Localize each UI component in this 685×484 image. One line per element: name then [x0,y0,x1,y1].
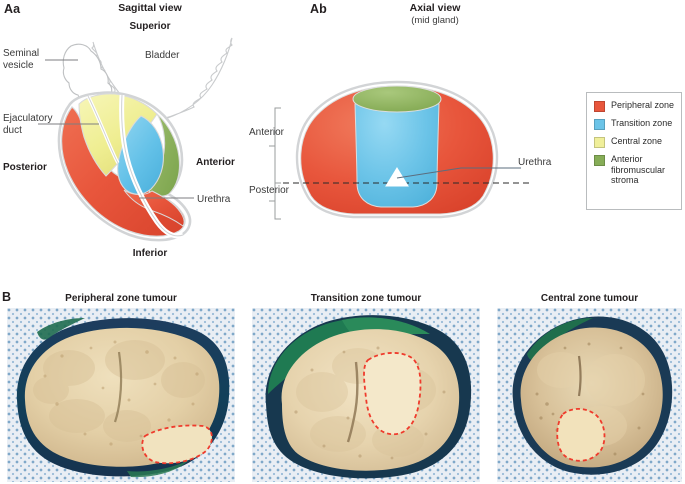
legend-label-peripheral-zone: Peripheral zone [611,100,675,110]
leader-urethra-axial [396,167,521,179]
legend-label-afs-line1: Anterior [611,154,643,164]
axial-posterior-label: Posterior [249,185,290,196]
legend-swatch-transition-zone [594,119,605,130]
urethra-channel-outline [121,94,184,237]
axial-zone-anterior-fibromuscular-stroma [352,85,442,113]
panel-letter-ab: Ab [310,2,327,16]
ejaculatory-duct-label-line1: Ejaculatory [3,113,53,124]
legend-item-central-zone: Central zone [594,136,675,148]
specimen-3-urethral-cleft [577,355,582,397]
legend-item-peripheral-zone: Peripheral zone [594,100,675,112]
photo-transition-zone-tumour [252,308,480,482]
seminal-vesicle-label: Seminal vesicle [3,48,39,71]
specimen-1-green-ink-top [37,318,85,340]
ejaculatory-duct-outline [87,95,119,164]
photo-title-central-zone-tumour: Central zone tumour [540,293,639,304]
axial-diagram [269,80,531,220]
specimen-2-urethral-cleft [346,361,359,443]
photo-specimen-1 [16,318,230,478]
bracket-anterior [274,107,281,184]
zone-legend: Peripheral zone Transition zone Central … [586,92,682,210]
legend-item-anterior-fibromuscular-stroma: Anterior fibromuscular stroma [594,154,675,186]
sagittal-posterior-label: Posterior [3,162,47,173]
legend-label-afs-line3: stroma [611,175,639,185]
bracket-posterior [274,182,281,220]
sagittal-superior-label: Superior [129,21,171,32]
specimen-2-tumour-focus [364,352,421,435]
legend-item-transition-zone: Transition zone [594,118,675,130]
sagittal-diagram [38,37,233,242]
sagittal-view-title: Sagittal view [118,2,182,14]
specimen-3-tissue [520,327,663,468]
specimen-3-tumour-focus [557,408,605,461]
photo-central-zone-tumour [497,308,682,482]
photo-specimen-3 [512,316,673,475]
photo-title-transition-zone-tumour: Transition zone tumour [310,293,422,304]
seminal-vesicle-label-line1: Seminal [3,48,40,59]
sagittal-inferior-label: Inferior [132,248,168,259]
seminal-vesicle-label-line2: vesicle [3,59,34,71]
specimen-2-green-ink-left [268,317,402,394]
axial-view-title: Axial view [409,2,461,14]
specimen-1-stipple [43,340,199,446]
legend-label-afs-line2: fibromuscular [611,164,666,175]
specimen-1-tumour-outline-dashed [141,424,213,465]
axial-zone-transition [354,95,440,208]
photo-title-peripheral-zone-tumour: Peripheral zone tumour [65,293,177,304]
legend-label-anterior-fibromuscular-stroma: Anterior fibromuscular stroma [611,154,665,186]
axial-urethra-label: Urethra [518,157,552,168]
legend-swatch-peripheral-zone [594,101,605,112]
panel-letter-b: B [2,290,12,304]
sagittal-anterior-label: Anterior [196,157,235,168]
legend-swatch-anterior-fibromuscular-stroma [594,155,605,166]
legend-swatch-central-zone [594,137,605,148]
specimen-1-green-ink-bottom [127,460,189,478]
photo-peripheral-zone-tumour [7,308,235,482]
specimen-2-tumour-outline-dashed [363,352,422,436]
ejaculatory-duct-label-line2: duct [3,124,22,136]
sagittal-urethra-label: Urethra [197,194,231,205]
axial-view-subtitle: (mid gland) [411,15,459,26]
legend-label-central-zone: Central zone [611,136,663,146]
specimen-1-tumour-focus [142,425,212,464]
bladder-label: Bladder [145,50,180,61]
panel-letter-aa: Aa [4,2,21,16]
specimen-3-tumour-outline-dashed [556,408,606,462]
axial-anterior-label: Anterior [249,127,285,138]
specimen-1-urethral-cleft [113,351,123,423]
legend-label-transition-zone: Transition zone [611,118,673,128]
photo-specimen-2 [265,315,472,479]
ejaculatory-duct-label: Ejaculatory duct [3,113,52,136]
